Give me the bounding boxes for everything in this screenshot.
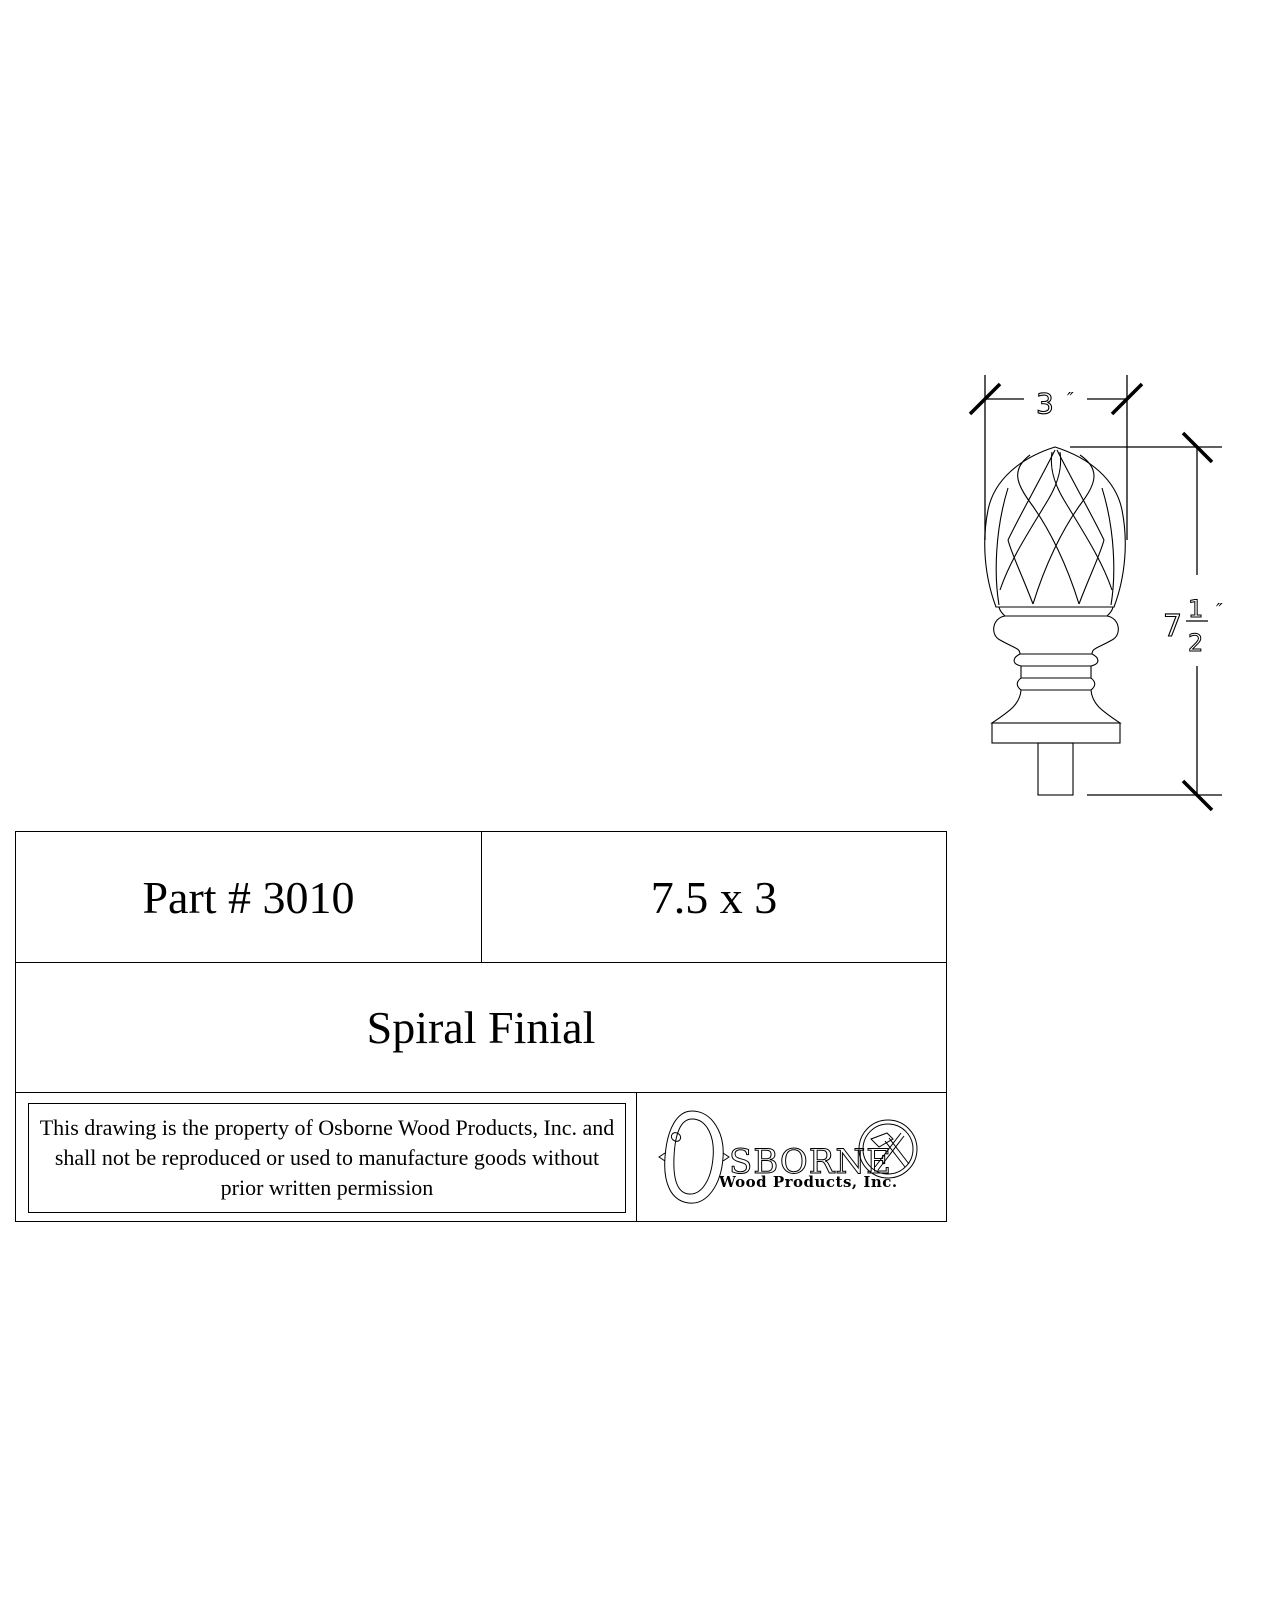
finial-base-plate	[991, 722, 1121, 744]
finial-spiral	[1007, 449, 1056, 541]
finial-egg-inner	[1101, 487, 1115, 606]
finial-pot	[993, 615, 1119, 655]
height-fraction-denominator: 2	[1188, 629, 1203, 657]
finial-spiral	[1050, 451, 1113, 591]
part-name: Spiral Finial	[366, 1002, 596, 1053]
finial-egg-outline	[984, 446, 1126, 608]
part-number-cell: Part # 3010	[16, 832, 482, 963]
finial-spiral	[1032, 454, 1095, 605]
logo-wordmark: SBORNE	[729, 1142, 892, 1182]
height-fraction-numerator: 1	[1188, 595, 1203, 623]
dimension-tick	[1110, 382, 1144, 416]
dimension-tick	[1181, 431, 1214, 464]
part-size: 7.5 x 3	[650, 871, 778, 923]
finial-spiral	[1078, 539, 1105, 605]
logo-initial-o	[664, 1110, 724, 1204]
finial-flare	[990, 689, 1122, 724]
part-number: Part # 3010	[142, 871, 355, 923]
copyright-notice-text: This drawing is the property of Osborne …	[39, 1115, 615, 1200]
size-cell: 7.5 x 3	[482, 832, 946, 963]
finial-spiral	[999, 451, 1062, 591]
dimension-tick	[1181, 779, 1214, 812]
width-unit-mark: ″	[1067, 389, 1074, 410]
width-dimension-text: 3	[1036, 387, 1054, 420]
logo-initial-o-inner	[673, 1118, 714, 1195]
hammer-icon	[858, 1119, 918, 1179]
finial-tenon	[1037, 742, 1074, 796]
height-dimension-whole: 7	[1163, 609, 1182, 644]
notice-cell: This drawing is the property of Osborne …	[16, 1093, 637, 1221]
finial-spiral	[1007, 539, 1034, 605]
height-unit-mark: ″	[1216, 600, 1223, 621]
osborne-logo-graphic: SBORNE	[658, 1110, 918, 1204]
part-name-cell: Spiral Finial	[16, 963, 946, 1093]
finial-profile	[984, 446, 1126, 796]
finial-ring	[1016, 677, 1096, 691]
logo-initial-o-flourish	[658, 1152, 730, 1162]
logo-initial-o-flourish	[670, 1132, 682, 1142]
copyright-notice: This drawing is the property of Osborne …	[28, 1103, 626, 1213]
logo-subtitle: Wood Products, Inc.	[719, 1173, 898, 1191]
finial-egg-inner	[995, 487, 1009, 606]
finial-spiral	[1056, 449, 1105, 541]
title-block: Part # 3010 7.5 x 3 Spiral Finial This d…	[15, 831, 947, 1222]
dimension-tick	[968, 382, 1002, 416]
finial-ring	[1013, 653, 1099, 667]
company-logo: SBORNE Wood Products, Inc.	[637, 1093, 946, 1221]
finial-spiral	[1017, 454, 1080, 605]
finial-collar	[998, 606, 1114, 617]
